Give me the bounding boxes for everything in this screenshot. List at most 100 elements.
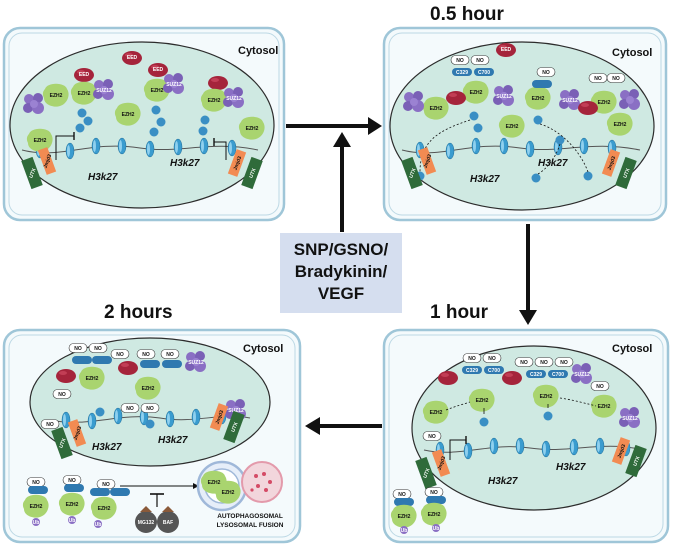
svg-text:UTX: UTX xyxy=(622,167,631,179)
cytosol-label: Cytosol xyxy=(238,45,278,57)
svg-text:NO: NO xyxy=(476,58,484,64)
svg-text:C700: C700 xyxy=(488,368,500,374)
svg-text:EZH2: EZH2 xyxy=(222,490,235,496)
svg-text:NO: NO xyxy=(468,356,476,362)
svg-text:Jmjd3: Jmjd3 xyxy=(617,443,628,459)
svg-text:NO: NO xyxy=(32,480,40,486)
svg-text:H3k27: H3k27 xyxy=(92,442,122,453)
svg-text:UTX: UTX xyxy=(58,437,67,449)
svg-text:H3k27: H3k27 xyxy=(158,435,188,446)
svg-text:EZH2: EZH2 xyxy=(30,504,43,510)
svg-text:UTX: UTX xyxy=(408,167,417,179)
no-modified-complexes: NO NO EZH2 NO NO NO EZH2 SUZ12 NO NO NO … xyxy=(40,343,246,429)
svg-text:EZH2: EZH2 xyxy=(470,90,483,96)
nucleus xyxy=(9,41,275,209)
h3k27-label: H3k27 xyxy=(170,158,200,169)
demethylases-right: Jmjd3 UTX xyxy=(213,138,263,190)
demethylases-right: Jmjd3 UTX xyxy=(611,437,647,478)
no-modified-complexes: NO NO C329 C700 EED EZH2 SUZ12 EZH2 NO S… xyxy=(403,43,640,138)
free-ezh2: EZH2 EZH2 EZH2 EZH2 xyxy=(23,83,265,152)
inhibitors: MG132 BAF xyxy=(135,493,179,533)
svg-text:Jmjd3: Jmjd3 xyxy=(233,155,244,171)
svg-text:C700: C700 xyxy=(552,372,564,378)
demethylases-left: Jmjd3 UTX xyxy=(21,132,75,190)
svg-text:NO: NO xyxy=(456,58,464,64)
svg-text:EZH2: EZH2 xyxy=(430,410,443,416)
svg-text:NO: NO xyxy=(520,360,528,366)
svg-text:UTX: UTX xyxy=(632,455,641,467)
svg-text:EZH2: EZH2 xyxy=(476,398,489,404)
svg-text:Jmjd3: Jmjd3 xyxy=(607,155,618,171)
stimulus-box: SNP/GSNO/ Bradykinin/ VEGF xyxy=(280,233,402,313)
svg-text:EZH2: EZH2 xyxy=(246,126,259,132)
svg-text:UTX: UTX xyxy=(422,467,431,479)
prc2-complex-2: EED EED EZH2 SUZ12 xyxy=(122,51,184,137)
panel-2-hours: 2 hours Cytosol NO NO EZH2 NO NO NO EZH2… xyxy=(2,302,302,544)
svg-text:SUZ12: SUZ12 xyxy=(228,408,244,414)
svg-text:EZH2: EZH2 xyxy=(142,386,155,392)
demethylases-right: Jmjd3 UTX xyxy=(601,149,637,190)
svg-text:NO: NO xyxy=(142,352,150,358)
svg-text:NO: NO xyxy=(488,356,496,362)
cytosol-label: Cytosol xyxy=(612,47,652,59)
svg-text:NO: NO xyxy=(68,478,76,484)
svg-text:SUZ12: SUZ12 xyxy=(166,82,182,88)
svg-text:NO: NO xyxy=(166,352,174,358)
svg-text:Jmjd3: Jmjd3 xyxy=(73,425,84,441)
svg-text:C329: C329 xyxy=(466,368,478,374)
svg-text:EZH2: EZH2 xyxy=(540,394,553,400)
svg-text:EZH2: EZH2 xyxy=(122,112,135,118)
h3k27-label: H3k27 xyxy=(88,172,118,183)
svg-text:BAF: BAF xyxy=(163,520,173,526)
svg-text:Ub: Ub xyxy=(433,526,440,532)
panel-title: 1 hour xyxy=(430,302,489,323)
panel-0-5-hour: 0.5 hour Cytosol NO NO C329 C700 EED EZH… xyxy=(382,4,668,222)
svg-text:EZH2: EZH2 xyxy=(398,514,411,520)
svg-text:MG132: MG132 xyxy=(138,520,155,526)
svg-text:NO: NO xyxy=(428,434,436,440)
svg-text:UTX: UTX xyxy=(230,421,239,433)
svg-text:H3k27: H3k27 xyxy=(488,476,518,487)
panel-title: 0.5 hour xyxy=(430,4,505,25)
no-modified-complexes: NO NO C329 C700 EZH2 NO NO NO C329 C700 … xyxy=(422,353,640,441)
demethylases-left: Jmjd3 UTX xyxy=(401,147,437,190)
exported-ezh2-ub: NO EZH2 Ub NO EZH2 Ub xyxy=(390,487,447,534)
svg-text:EZH2: EZH2 xyxy=(208,480,221,486)
svg-text:NO: NO xyxy=(596,384,604,390)
svg-text:EZH2: EZH2 xyxy=(34,138,47,144)
svg-text:Ub: Ub xyxy=(33,520,40,526)
svg-text:SUZ12: SUZ12 xyxy=(574,372,590,378)
svg-text:Jmjd3: Jmjd3 xyxy=(437,455,448,471)
svg-text:EZH2: EZH2 xyxy=(428,512,441,518)
svg-text:EZH2: EZH2 xyxy=(598,404,611,410)
svg-text:SUZ12: SUZ12 xyxy=(496,94,512,100)
svg-text:EZH2: EZH2 xyxy=(506,124,519,130)
svg-text:NO: NO xyxy=(612,76,620,82)
svg-text:Ub: Ub xyxy=(69,518,76,524)
svg-text:NO: NO xyxy=(398,492,406,498)
svg-text:NO: NO xyxy=(146,406,154,412)
svg-text:NO: NO xyxy=(542,70,550,76)
released-methyl-marks xyxy=(415,111,593,183)
svg-text:Cytosol: Cytosol xyxy=(243,343,283,355)
svg-text:EZH2: EZH2 xyxy=(598,100,611,106)
svg-text:NO: NO xyxy=(594,76,602,82)
svg-text:EZH2: EZH2 xyxy=(151,88,164,94)
stimulus-line-1: SNP/GSNO/ xyxy=(294,240,389,259)
svg-text:EZH2: EZH2 xyxy=(66,502,79,508)
svg-text:EZH2: EZH2 xyxy=(532,96,545,102)
svg-text:EED: EED xyxy=(501,47,512,53)
svg-text:EED: EED xyxy=(153,67,164,73)
svg-text:UTX: UTX xyxy=(248,167,257,179)
svg-text:C329: C329 xyxy=(456,70,468,76)
svg-text:SUZ12: SUZ12 xyxy=(96,88,112,94)
svg-text:EZH2: EZH2 xyxy=(614,122,627,128)
panel-initial: Cytosol EED EZH2 SUZ12 EED EED EZH2 SUZ1… xyxy=(2,26,286,222)
svg-text:EZH2: EZH2 xyxy=(78,91,91,97)
prc2-complex-1: EED EZH2 SUZ12 xyxy=(70,68,114,133)
svg-text:NO: NO xyxy=(94,346,102,352)
svg-text:Ub: Ub xyxy=(95,522,102,528)
svg-text:EED: EED xyxy=(79,72,90,78)
svg-text:SUZ12: SUZ12 xyxy=(622,416,638,422)
